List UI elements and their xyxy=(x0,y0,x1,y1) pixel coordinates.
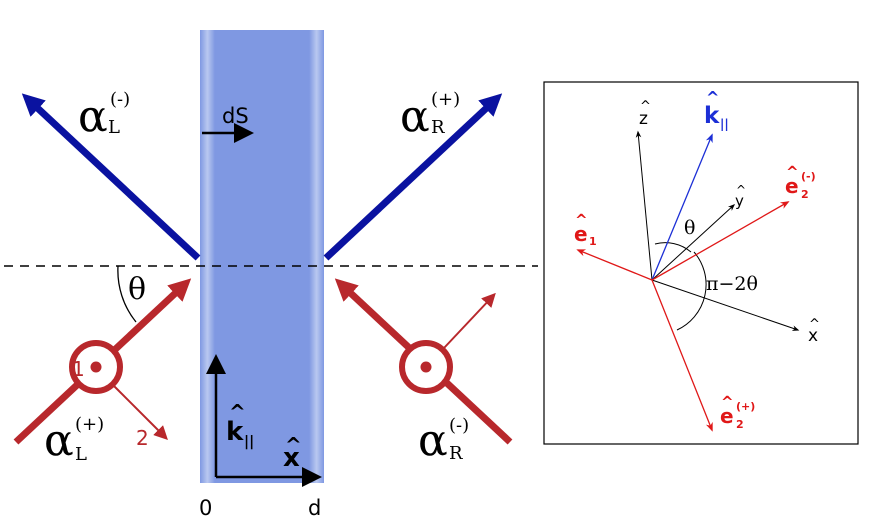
svg-text:2: 2 xyxy=(736,418,744,431)
panel-y-hat-label: y ^ xyxy=(735,183,746,210)
polarization-2-arrow xyxy=(113,385,168,440)
svg-text:α: α xyxy=(78,91,108,142)
svg-text:(-): (-) xyxy=(449,415,469,436)
svg-text:||: || xyxy=(244,434,254,450)
y-hat-vector xyxy=(651,204,736,281)
svg-text:R: R xyxy=(431,117,445,138)
svg-text:||: || xyxy=(720,117,729,131)
svg-text:^: ^ xyxy=(786,163,799,181)
alpha-L-minus-label: α L (-) xyxy=(78,89,130,142)
polarization-right-arrow xyxy=(443,292,496,349)
k-parallel-vector xyxy=(651,133,713,281)
alpha-L-minus-beam xyxy=(21,93,201,261)
svg-text:k: k xyxy=(226,417,244,447)
svg-text:R: R xyxy=(449,443,463,464)
e2-plus-vector xyxy=(651,279,713,432)
svg-text:^: ^ xyxy=(736,183,746,197)
svg-text:e: e xyxy=(785,174,799,198)
svg-text:(-): (-) xyxy=(801,170,816,183)
alpha-L-plus-label: α L (+) xyxy=(44,414,104,466)
alpha-R-plus-beam xyxy=(323,93,503,261)
panel-k-parallel-label: k || ^ xyxy=(704,88,729,131)
panel-e2-minus-label: e 2 (-) ^ xyxy=(785,163,816,201)
svg-text:α: α xyxy=(400,91,430,142)
z-hat-vector xyxy=(635,130,653,281)
axis-0-label: 0 xyxy=(199,496,212,520)
svg-text:1: 1 xyxy=(589,235,597,248)
panel-e1-label: e 1 ^ xyxy=(574,211,597,248)
panel-x-hat-label: x ^ xyxy=(808,317,820,346)
dS-label: dS xyxy=(222,104,249,128)
panel-z-hat-label: z ^ xyxy=(639,99,651,129)
svg-text:(+): (+) xyxy=(736,400,755,413)
x-hat-vector xyxy=(651,279,800,331)
svg-text:(-): (-) xyxy=(110,89,130,110)
svg-text:α: α xyxy=(44,415,74,466)
svg-text:L: L xyxy=(75,444,87,465)
theta-arc xyxy=(117,265,137,323)
panel-theta-label: θ xyxy=(684,217,695,239)
svg-text:L: L xyxy=(108,117,120,138)
x-hat-label: x ^ xyxy=(283,433,302,473)
polarization-right-out-of-plane-icon xyxy=(399,340,453,394)
svg-text:^: ^ xyxy=(809,317,820,332)
panel-pi-minus-2theta-label: π−2θ xyxy=(706,273,758,295)
svg-text:x: x xyxy=(808,326,818,346)
e1-vector xyxy=(576,249,653,281)
label-1: 1 xyxy=(72,357,85,381)
slab xyxy=(200,30,324,483)
svg-text:(+): (+) xyxy=(75,414,104,435)
svg-text:α: α xyxy=(418,415,448,466)
k-parallel-label: k || ^ xyxy=(226,400,254,450)
svg-text:e: e xyxy=(720,404,734,428)
panel-theta-arc xyxy=(654,242,692,253)
svg-text:y: y xyxy=(735,192,744,210)
svg-text:^: ^ xyxy=(640,99,651,114)
svg-text:(+): (+) xyxy=(431,89,460,110)
e2-minus-vector xyxy=(651,201,790,281)
label-2: 2 xyxy=(136,426,149,450)
svg-text:^: ^ xyxy=(229,400,246,424)
alpha-R-minus-label: α R (-) xyxy=(418,415,469,466)
svg-text:^: ^ xyxy=(575,211,588,229)
svg-text:^: ^ xyxy=(285,433,302,457)
panel-e2-plus-label: e 2 (+) ^ xyxy=(720,393,755,431)
svg-text:^: ^ xyxy=(706,88,719,107)
alpha-R-plus-label: α R (+) xyxy=(400,89,460,142)
axis-d-label: d xyxy=(308,496,321,520)
theta-label: θ xyxy=(128,272,146,307)
panel-pi-minus-2theta-arc xyxy=(676,251,707,331)
svg-text:k: k xyxy=(704,103,720,129)
svg-text:x: x xyxy=(283,443,300,473)
svg-text:z: z xyxy=(639,109,648,129)
svg-text:2: 2 xyxy=(801,188,809,201)
polarization-1-out-of-plane-icon xyxy=(69,340,123,394)
svg-text:^: ^ xyxy=(721,393,734,411)
svg-text:e: e xyxy=(574,222,588,246)
